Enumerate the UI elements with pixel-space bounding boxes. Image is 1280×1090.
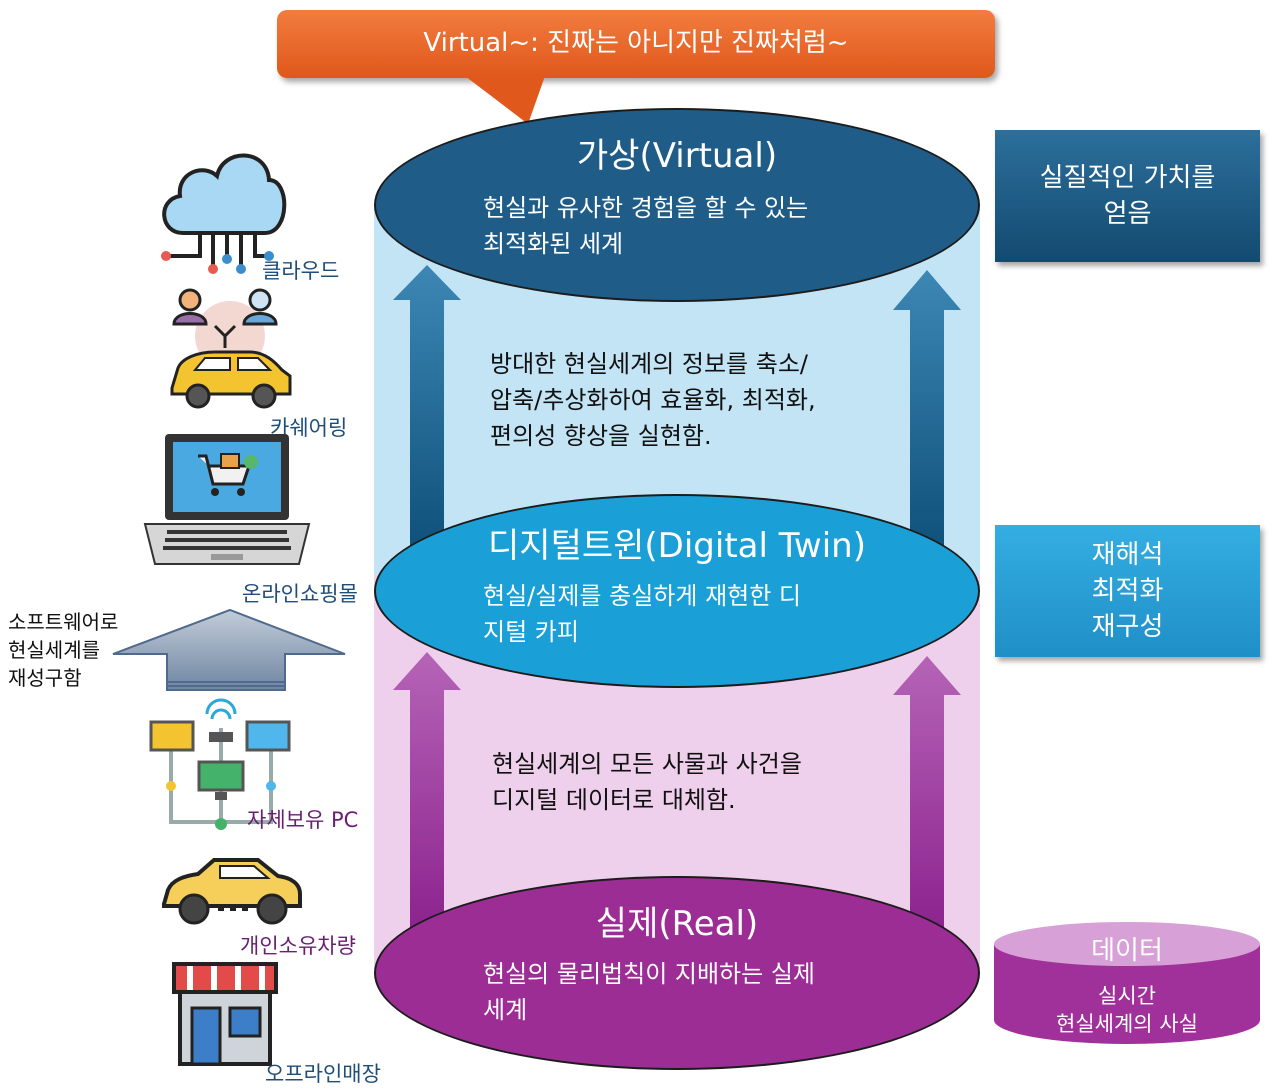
value-box: 실질적인 가치를 얻음 bbox=[995, 130, 1260, 262]
virtual-description: 현실과 유사한 경험을 할 수 있는 최적화된 세계 bbox=[483, 194, 809, 258]
arrow-up-right-lower bbox=[893, 656, 961, 945]
real-description: 현실의 물리법칙이 지배하는 실제 세계 bbox=[483, 960, 816, 1024]
private-car-label: 개인소유차량 bbox=[240, 934, 356, 958]
cloud-label: 클라우드 bbox=[262, 259, 340, 283]
real-title: 실제(Real) bbox=[595, 904, 759, 944]
virtual-callout: Virtual~: 진짜는 아니지만 진짜처럼~ bbox=[277, 10, 995, 78]
software-reconstruction-text: 소프트웨어로 현실세계를 재성구함 bbox=[8, 610, 119, 690]
private-car-icon bbox=[162, 858, 302, 925]
software-reconstruction-arrow bbox=[112, 608, 346, 691]
offline-store-label: 오프라인매장 bbox=[265, 1062, 381, 1086]
arrow-up-left-lower bbox=[393, 652, 461, 945]
process-box: 재해석 최적화 재구성 bbox=[995, 525, 1260, 657]
digital-twin-description: 현실/실제를 충실하게 재현한 디 지털 카피 bbox=[483, 582, 802, 646]
offline-store-icon bbox=[172, 962, 278, 1066]
data-cylinder-icon bbox=[994, 922, 1260, 1044]
callout-pointer bbox=[465, 76, 545, 124]
arrow-up-left-upper bbox=[393, 265, 461, 560]
network-pc-icon bbox=[149, 698, 291, 830]
laptop-shopping-icon bbox=[143, 434, 311, 565]
cloud-icon bbox=[161, 153, 287, 274]
digital-twin-title: 디지털트윈(Digital Twin) bbox=[488, 526, 866, 566]
arrow-up-right-upper bbox=[893, 270, 961, 560]
data-description: 실시간 현실세계의 사실 bbox=[1056, 984, 1198, 1036]
data-title: 데이터 bbox=[1091, 936, 1163, 966]
abstraction-description: 방대한 현실세계의 정보를 축소/ 압축/추상화하여 효율화, 최적화, 편의성… bbox=[490, 350, 816, 450]
own-pc-label: 자체보유 PC bbox=[247, 808, 359, 832]
car-sharing-icon bbox=[170, 288, 292, 409]
callout-text: Virtual~: 진짜는 아니지만 진짜처럼~ bbox=[423, 28, 849, 58]
digital-twin-layer bbox=[374, 494, 980, 688]
online-shopping-label: 온라인쇼핑몰 bbox=[242, 582, 358, 606]
real-layer bbox=[374, 876, 980, 1070]
digitization-description: 현실세계의 모든 사물과 사건을 디지털 데이터로 대체함. bbox=[492, 750, 802, 814]
virtual-title: 가상(Virtual) bbox=[576, 136, 778, 176]
virtual-layer bbox=[374, 108, 980, 302]
